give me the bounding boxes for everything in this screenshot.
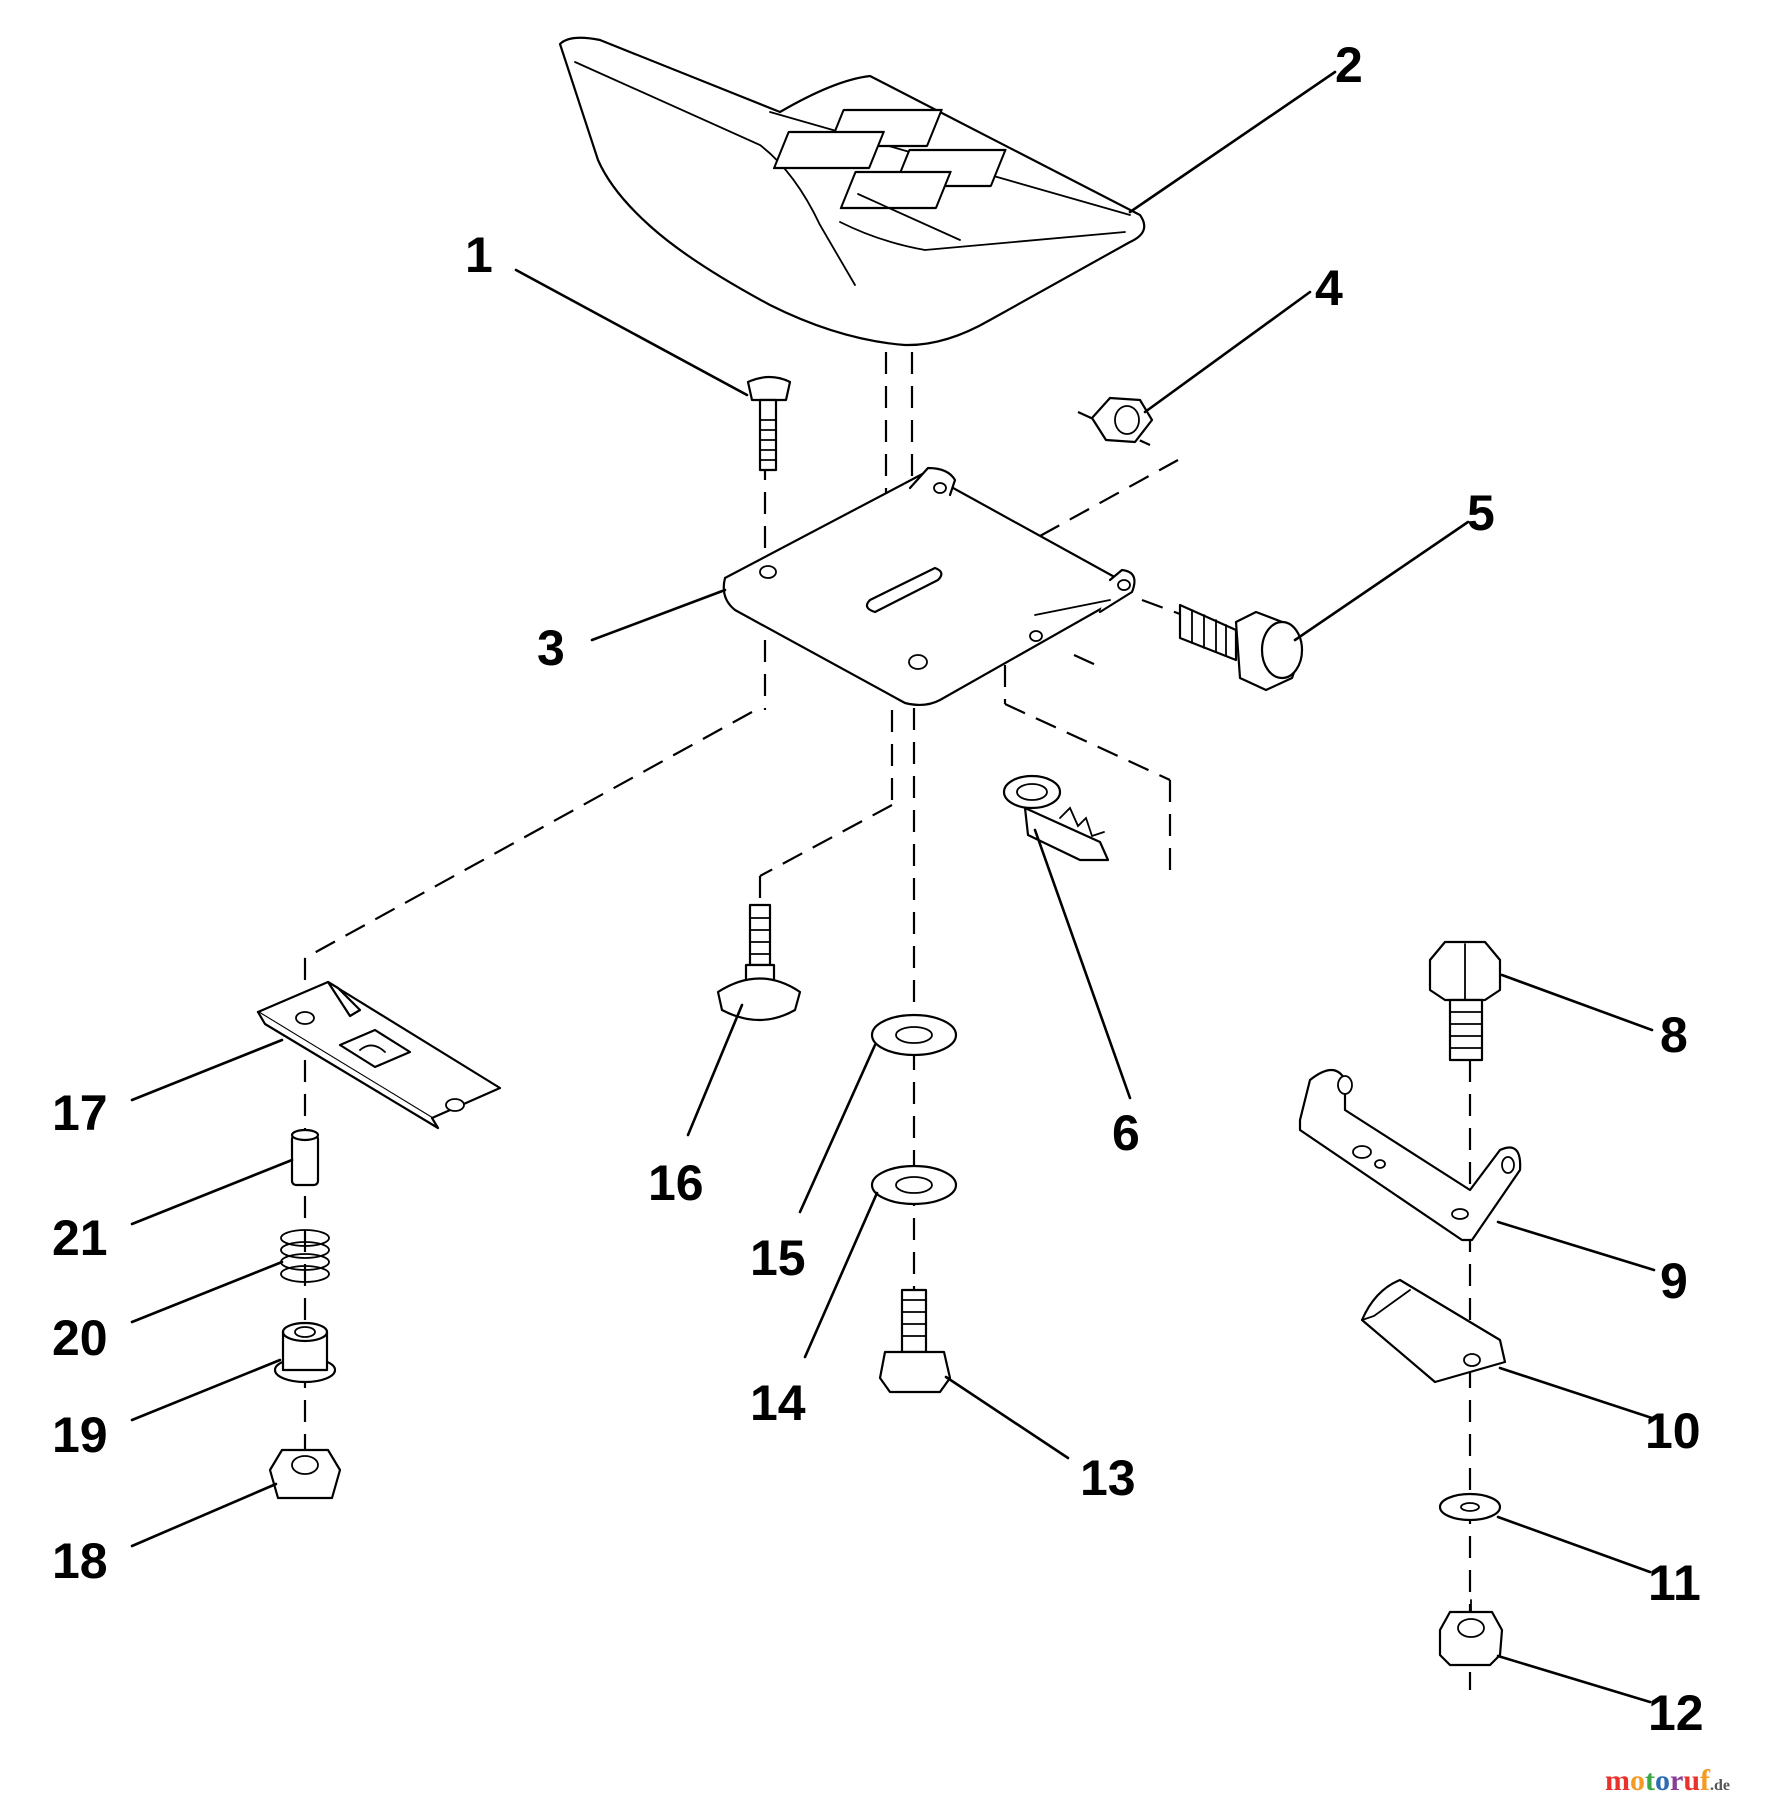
- nut-part-4: [1090, 396, 1154, 444]
- lock-washer-part-14: [870, 1164, 958, 1206]
- callout-20: 20: [52, 1310, 108, 1366]
- callout-10: 10: [1645, 1403, 1701, 1459]
- callout-14: 14: [750, 1375, 806, 1431]
- seat-bracket-part-3: [722, 466, 1136, 707]
- callout-9: 9: [1660, 1253, 1688, 1309]
- lock-nut-part-12: [1438, 1599, 1504, 1667]
- callout-13: 13: [1080, 1450, 1136, 1506]
- slide-plate-part-17: [256, 980, 502, 1130]
- callout-15: 15: [750, 1230, 806, 1286]
- callout-6: 6: [1112, 1105, 1140, 1161]
- carriage-bolt-part-1: [746, 375, 792, 472]
- callout-21: 21: [52, 1210, 108, 1266]
- watermark-letter: r: [1670, 1764, 1683, 1797]
- seat-part-2: [558, 36, 1146, 347]
- callout-12: 12: [1648, 1685, 1704, 1741]
- watermark-letter: u: [1683, 1764, 1700, 1797]
- watermark-letter: m: [1605, 1764, 1630, 1797]
- watermark-motoruf: motoruf.de: [1605, 1764, 1730, 1797]
- u-bracket-part-9: [1298, 1068, 1522, 1242]
- watermark-letter: f: [1700, 1764, 1711, 1797]
- callout-18: 18: [52, 1533, 108, 1589]
- shoulder-bolt-part-16: [716, 903, 802, 1021]
- callout-1: 1: [465, 227, 493, 283]
- assembly-lines: [303, 352, 1472, 1690]
- washer-part-11: [1438, 1492, 1502, 1522]
- callout-16: 16: [648, 1155, 704, 1211]
- watermark-letter: t: [1645, 1764, 1655, 1797]
- watermark-letter: o: [1655, 1764, 1670, 1797]
- callout-8: 8: [1660, 1007, 1688, 1063]
- hex-bolt-part-8: [1428, 940, 1502, 1062]
- pin-part-21: [290, 1128, 320, 1187]
- watermark-letter: o: [1630, 1764, 1645, 1797]
- washer-part-15: [870, 1013, 958, 1057]
- callout-17: 17: [52, 1085, 108, 1141]
- flange-nut-part-18: [268, 1448, 342, 1500]
- bolt-part-13: [878, 1288, 952, 1394]
- callout-4: 4: [1315, 260, 1343, 316]
- leader-lines: [130, 70, 1656, 1704]
- callout-19: 19: [52, 1407, 108, 1463]
- hex-bolt-part-5: [1178, 603, 1304, 692]
- callout-3: 3: [537, 620, 565, 676]
- callout-11: 11: [1648, 1555, 1701, 1611]
- clip-plate-part-10: [1360, 1278, 1507, 1384]
- callout-2: 2: [1335, 37, 1363, 93]
- clip-part-6: [1002, 774, 1110, 862]
- callout-numbers: 1 2 3 4 5 6 8 9 10 11 12 13 14 15 16 17 …: [52, 37, 1704, 1741]
- watermark-domain: .de: [1710, 1777, 1730, 1794]
- callout-5: 5: [1467, 485, 1495, 541]
- bushing-part-19: [273, 1321, 337, 1384]
